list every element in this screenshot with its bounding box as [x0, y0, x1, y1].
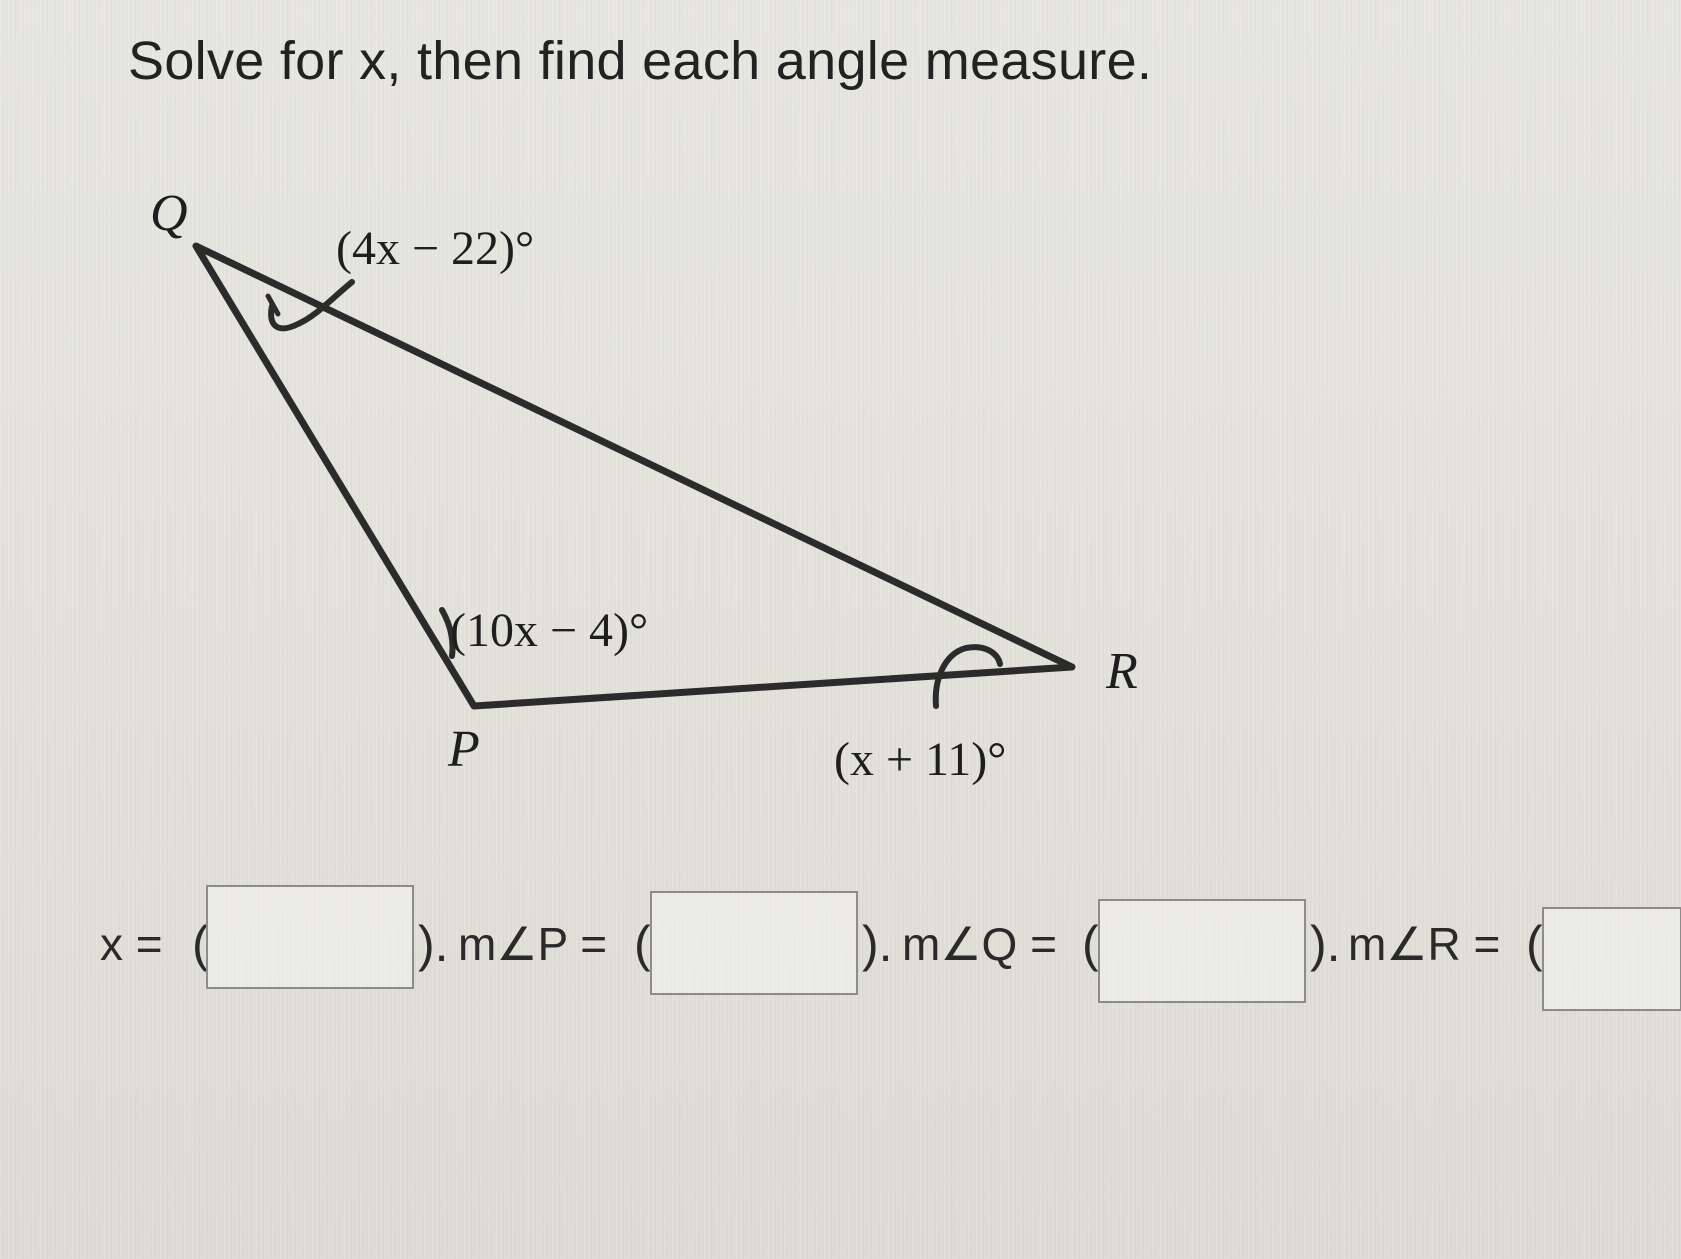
- x-close-separator: ).: [418, 916, 449, 972]
- triangle-figure: Q P R (4x − 22)° (10x − 4)° (x + 11)°: [150, 185, 1138, 786]
- angle-q-arc-tip: [265, 293, 281, 317]
- angle-p-label: m∠P =: [458, 918, 608, 970]
- q-close-separator: ).: [1310, 916, 1341, 972]
- x-open-paren: (: [192, 916, 209, 972]
- x-input[interactable]: [206, 885, 414, 989]
- angle-q-label: m∠Q =: [902, 918, 1057, 970]
- angle-q-expression: (4x − 22)°: [336, 222, 534, 275]
- x-label: x =: [100, 918, 163, 970]
- problem-instructions: Solve for x, then find each angle measur…: [128, 31, 1153, 91]
- angle-r-expression: (x + 11)°: [834, 733, 1006, 786]
- p-close-separator: ).: [862, 916, 893, 972]
- angle-r-label: m∠R =: [1348, 918, 1501, 970]
- q-open-paren: (: [1082, 916, 1099, 972]
- triangle-pqr: [192, 242, 1076, 710]
- angle-r-arc: [932, 644, 1003, 709]
- angle-p-arc: [439, 607, 456, 659]
- vertex-label-q: Q: [150, 185, 188, 242]
- r-open-paren: (: [1526, 916, 1543, 972]
- angle-q-arc: [268, 279, 355, 332]
- angle-r-input[interactable]: [1542, 907, 1681, 1011]
- vertex-label-r: R: [1105, 643, 1138, 700]
- angle-p-input[interactable]: [650, 891, 858, 995]
- vertex-label-p: P: [447, 721, 480, 778]
- p-open-paren: (: [634, 916, 651, 972]
- angle-q-input[interactable]: [1098, 899, 1306, 1003]
- angle-p-expression: (10x − 4)°: [450, 604, 648, 657]
